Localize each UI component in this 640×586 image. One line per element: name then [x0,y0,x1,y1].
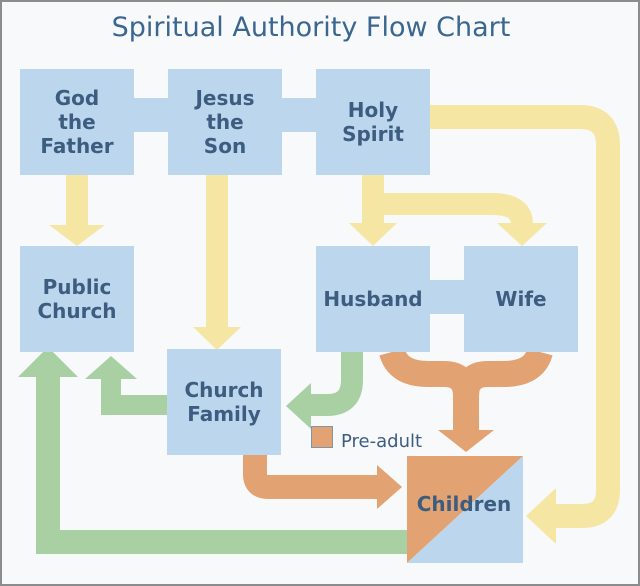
legend-pre-adult-swatch [311,426,333,448]
node-husband: Husband [316,246,430,352]
yellow-arrow-father-shaft [66,174,88,226]
node-jesus-the-son: Jesus the Son [168,69,282,175]
connector-son-spirit [278,98,320,132]
green-arrow-churchfamily-to-public [101,378,168,415]
legend-pre-adult-label: Pre-adult [341,431,423,452]
orange-arrow-churchfamily-to-children [243,455,378,499]
node-holy-spirit: Holy Spirit [316,69,430,175]
connector-father-son [130,98,172,132]
children-box-adult [407,456,523,563]
node-wife: Wife [464,246,578,352]
node-god-the-father: God the Father [20,69,134,175]
yellow-arrowhead-spirit-to-husband [349,223,397,246]
orange-arrowhead-to-children [438,430,494,452]
yellow-arrow-spirit-to-wife [373,193,533,226]
node-church-family: Church Family [167,349,281,455]
orange-arrowhead-churchfamily-to-children [377,465,402,509]
yellow-arrowhead-spirit-to-children [526,488,556,544]
green-arrowhead-husband-to-churchfamily [286,383,311,429]
yellow-arrow-spirit-to-children [428,105,620,528]
orange-arrow-husband-wife-to-children [379,347,553,432]
connector-husband-wife [426,280,468,314]
diagram-title: Spiritual Authority Flow Chart [111,12,511,43]
yellow-arrowhead-son-to-churchfamily [193,327,241,350]
yellow-arrowhead-father-to-public [49,225,105,246]
green-arrow-husband-to-churchfamily [310,352,363,416]
green-arrowhead-churchfamily-to-public [85,356,137,379]
node-public-church: Public Church [20,246,134,352]
yellow-arrow-son-shaft [206,174,228,328]
green-arrow-children-to-public [36,375,408,554]
node-children-label: Children [416,492,512,516]
green-arrowhead-children-to-public [18,347,78,377]
yellow-arrowhead-spirit-to-wife [497,223,547,246]
